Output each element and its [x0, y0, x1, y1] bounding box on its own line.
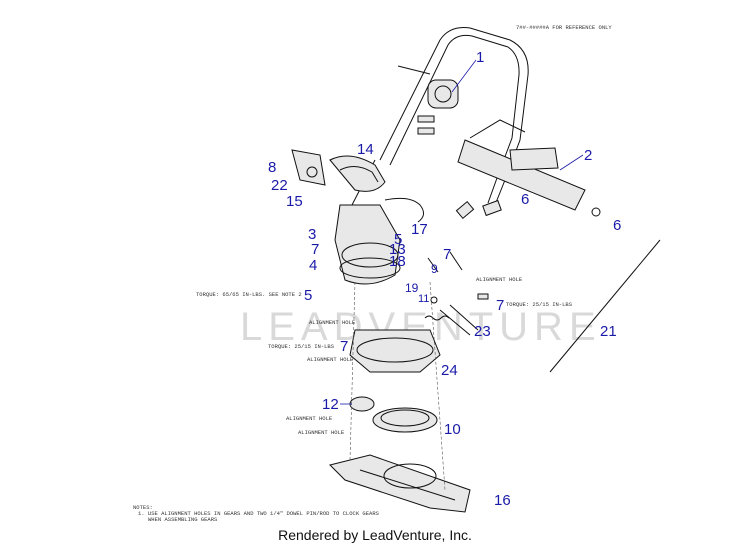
annotations: 7##-#####A FOR REFERENCE ONLY TORQUE: 65… [133, 24, 612, 523]
callouts: 1 2 14 8 22 15 6 6 3 7 4 17 5 13 18 9 7 … [268, 49, 621, 509]
part-12-10-rings [349, 396, 438, 433]
callout-7d: 7 [340, 338, 348, 355]
part-17-cable [384, 197, 424, 223]
callout-1: 1 [476, 49, 484, 66]
callout-6b: 6 [613, 217, 621, 234]
callout-10: 10 [444, 421, 461, 438]
callout-21: 21 [600, 323, 617, 340]
part-23-bracket [439, 304, 479, 336]
alignment-hole-4: ALIGNMENT HOLE [286, 415, 333, 422]
part-21-rod [549, 239, 661, 373]
callout-23: 23 [474, 323, 491, 340]
notes-title: NOTES: [133, 504, 153, 511]
callout-12: 12 [322, 396, 339, 413]
callout-24: 24 [441, 362, 458, 379]
callout-4: 4 [309, 257, 317, 274]
alignment-hole-5: ALIGNMENT HOLE [298, 429, 345, 436]
callout-16: 16 [494, 492, 511, 509]
callout-11: 11 [418, 293, 429, 305]
note-1: 1. USE ALIGNMENT HOLES IN GEARS AND TWO … [138, 510, 380, 517]
small-hardware [424, 251, 489, 321]
callout-7a: 7 [311, 241, 319, 258]
callout-3: 3 [308, 226, 316, 243]
callout-5b: 5 [304, 287, 312, 304]
callout-18: 18 [389, 253, 406, 270]
callout-15: 15 [286, 193, 303, 210]
alignment-hole-3: ALIGNMENT HOLE [307, 356, 354, 363]
callout-19: 19 [405, 281, 419, 295]
callout-9: 9 [431, 262, 438, 276]
callout-13: 13 [389, 241, 406, 258]
part-13-chute [334, 204, 401, 285]
callout-6a: 6 [521, 191, 529, 208]
alignment-hole-1: ALIGNMENT HOLE [476, 276, 523, 283]
torque-note-mid: TORQUE: 25/15 IN-LBS [268, 343, 335, 350]
part-16-base [329, 454, 471, 513]
note-1b: WHEN ASSEMBLING GEARS [148, 516, 218, 523]
callout-14: 14 [357, 141, 374, 158]
callout-8: 8 [268, 159, 276, 176]
alignment-hole-2: ALIGNMENT HOLE [309, 319, 356, 326]
torque-note-right: TORQUE: 25/15 IN-LBS [506, 301, 573, 308]
callout-7c: 7 [496, 297, 504, 314]
callout-22: 22 [271, 177, 288, 194]
part-24-gear [349, 329, 441, 373]
part-1-latch [397, 65, 459, 135]
torque-note-left: TORQUE: 65/65 IN-LBS. SEE NOTE 2 [196, 291, 302, 298]
callout-7b: 7 [443, 246, 451, 263]
callout-17: 17 [411, 221, 428, 238]
callout-5a: 5 [394, 231, 402, 248]
handle-reference-note: 7##-#####A FOR REFERENCE ONLY [516, 24, 612, 31]
footer-credit: Rendered by LeadVenture, Inc. [278, 527, 472, 543]
part-2-grip [455, 119, 601, 220]
part-15-chute-cap [291, 149, 386, 192]
callout-2: 2 [584, 147, 592, 164]
